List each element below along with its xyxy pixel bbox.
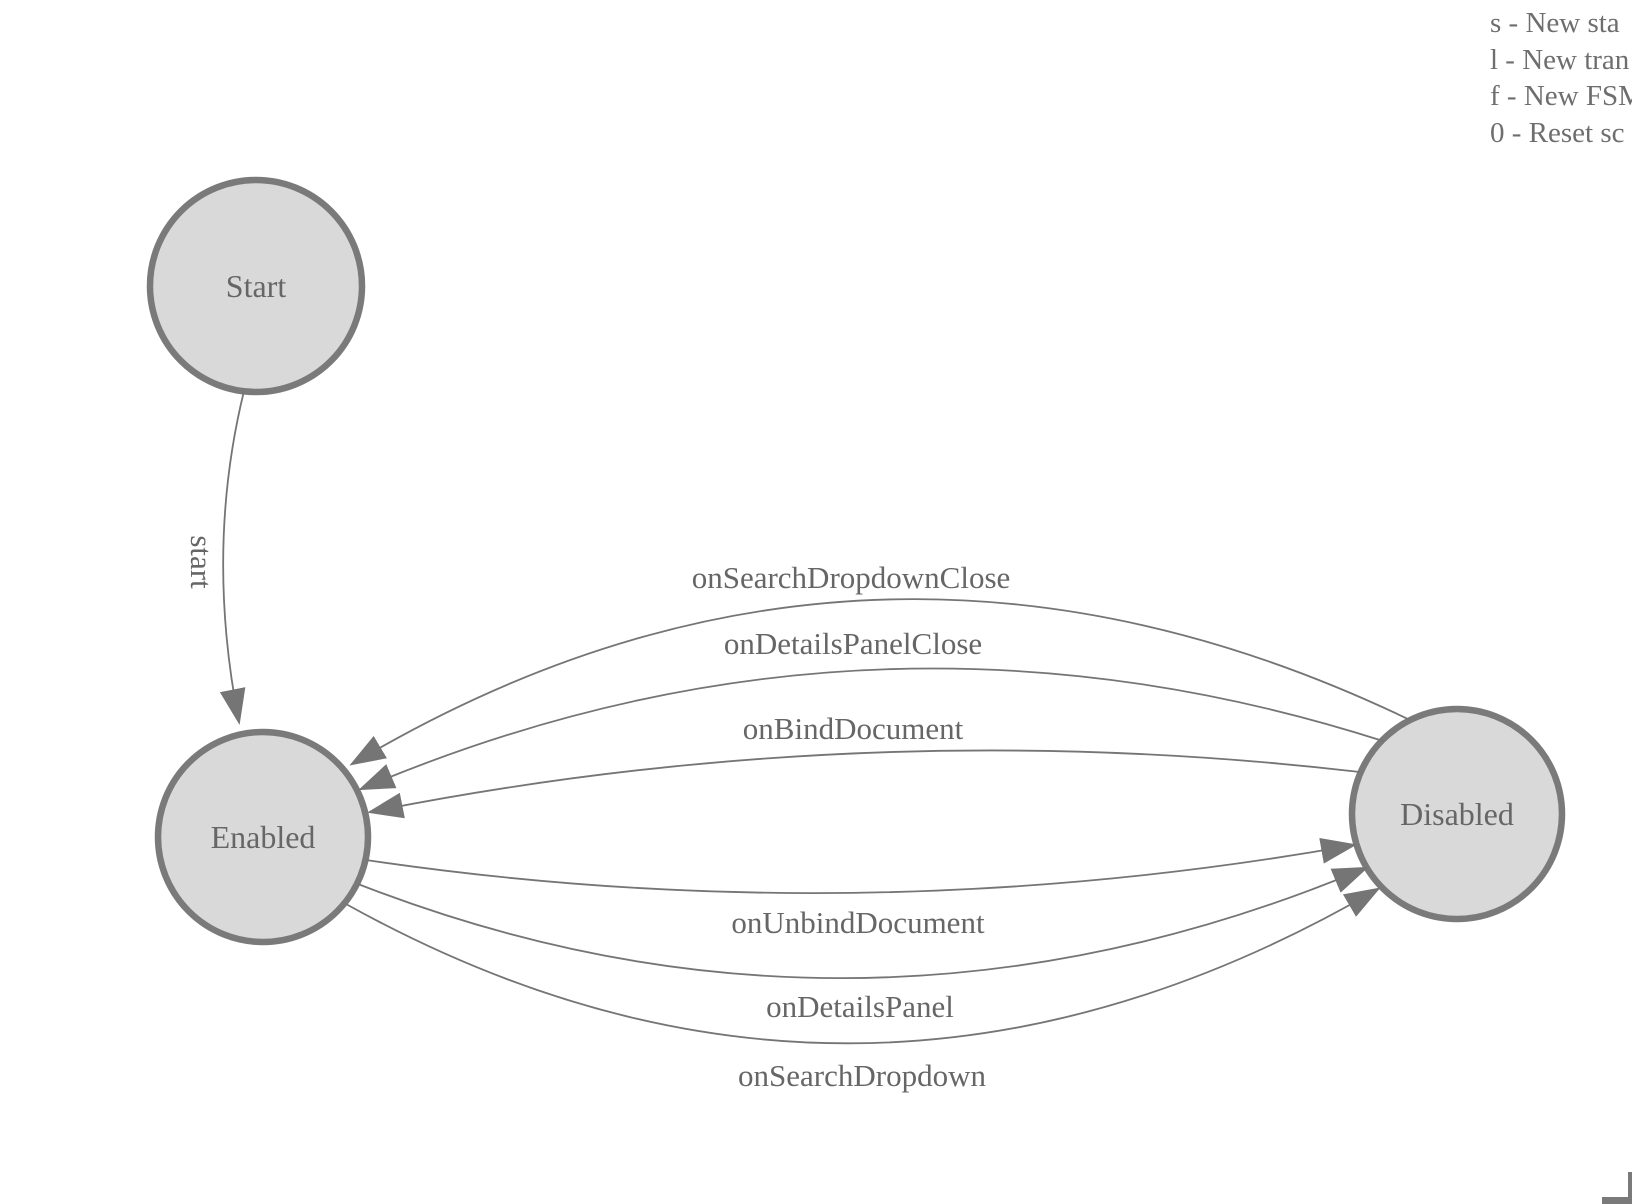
- state-node-enabled[interactable]: [154, 728, 372, 946]
- legend-line-new-transition: l - New tran: [1490, 43, 1630, 76]
- edge-label-ondetailspanel: onDetailsPanel: [766, 989, 954, 1024]
- clipped-corner-element: [1602, 1172, 1632, 1204]
- legend-line-new-fsm: f - New FSM: [1490, 80, 1632, 112]
- edge-enabled-to-disabled-ondetailspanel[interactable]: [357, 866, 1369, 980]
- edge-disabled-to-enabled-ondetailspanelclose[interactable]: [358, 667, 1384, 791]
- edge-label-onunbinddocument: onUnbindDocument: [731, 905, 985, 940]
- edge-label-onsearchdropdown: onSearchDropdown: [738, 1058, 986, 1093]
- legend-line-new-state: s - New sta: [1490, 7, 1620, 39]
- state-node-disabled[interactable]: [1348, 705, 1566, 923]
- edge-enabled-to-disabled-onsearchdropdown[interactable]: [345, 887, 1381, 1045]
- edge-disabled-to-enabled-onsearchdropdownclose[interactable]: [349, 598, 1411, 766]
- state-label-enabled: Enabled: [211, 819, 316, 855]
- edge-disabled-to-enabled-onbinddocument[interactable]: [367, 749, 1361, 819]
- legend-line-reset: 0 - Reset sc: [1490, 116, 1625, 149]
- edge-label-ondetailspanelclose: onDetailsPanelClose: [724, 626, 982, 661]
- edge-start-to-enabled[interactable]: [219, 390, 246, 725]
- shortcut-legend: s - New sta l - New tran f - New FSM 0 -…: [1490, 5, 1632, 151]
- edge-label-onbinddocument: onBindDocument: [743, 711, 964, 746]
- corner-vertical-bar: [1628, 1172, 1632, 1204]
- state-label-start: Start: [226, 268, 287, 304]
- edge-enabled-to-disabled-onunbinddocument[interactable]: [365, 837, 1357, 894]
- state-node-start[interactable]: [146, 176, 366, 396]
- edge-label-onsearchdropdownclose: onSearchDropdownClose: [692, 560, 1011, 595]
- edge-label-start: start: [184, 535, 219, 589]
- state-label-disabled: Disabled: [1400, 796, 1514, 832]
- corner-horizontal-bar: [1602, 1197, 1632, 1204]
